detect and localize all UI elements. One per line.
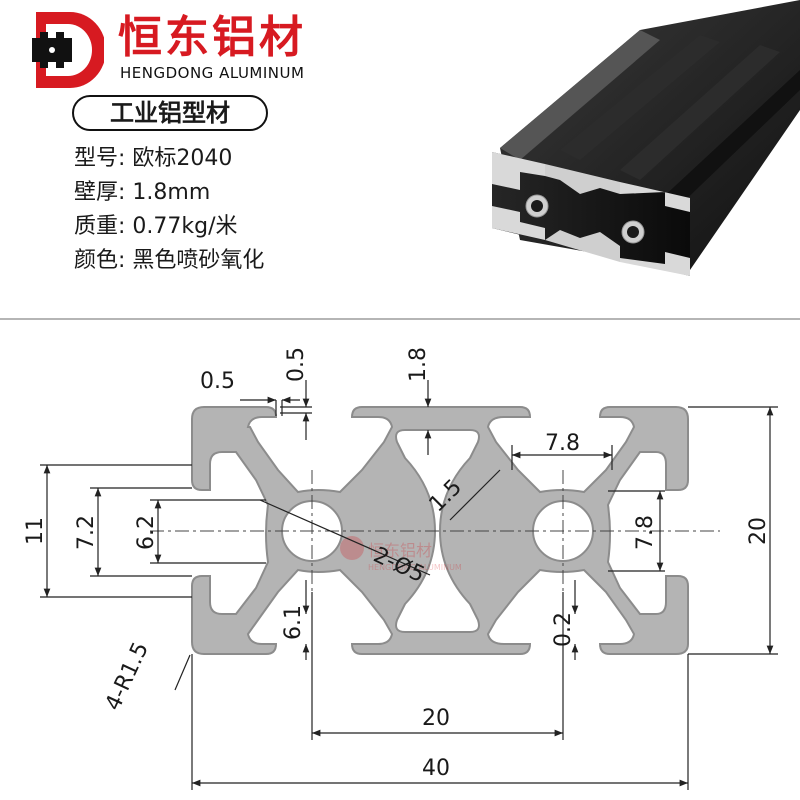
center-lines — [150, 470, 720, 592]
hd-logo-icon — [32, 12, 104, 88]
spec-model: 型号: 欧标2040 — [74, 145, 232, 173]
spec-weight-label: 质重: — [74, 214, 126, 239]
spec-wall-label: 壁厚: — [74, 180, 126, 205]
profile-shape — [191, 406, 689, 655]
watermark-text-en: HENGDONG ALUMINUM — [368, 563, 462, 572]
dim-0.5-horizontal: 0.5 — [200, 369, 235, 394]
brand-name-en: HENGDONG ALUMINUM — [120, 64, 305, 82]
spec-model-label: 型号: — [74, 146, 126, 171]
dim-7.2: 7.2 — [74, 515, 99, 550]
section-divider — [0, 318, 800, 320]
dim-1.8: 1.8 — [406, 347, 431, 382]
dim-7.8-top: 7.8 — [545, 431, 580, 456]
spec-weight-value: 0.77kg/米 — [125, 214, 238, 239]
dim-20-bottom: 20 — [422, 706, 450, 731]
dimension-lines — [40, 380, 778, 790]
product-category-badge: 工业铝型材 — [72, 95, 268, 131]
spec-color-value: 黑色喷砂氧化 — [125, 248, 265, 273]
dim-0.5-vertical: 0.5 — [284, 347, 309, 382]
dim-6.1: 6.1 — [281, 605, 306, 640]
brand-name-cn: 恒东铝材 — [118, 12, 306, 63]
dim-6.2: 6.2 — [134, 515, 159, 550]
spec-color: 颜色: 黑色喷砂氧化 — [74, 247, 264, 275]
spec-model-value: 欧标2040 — [125, 146, 233, 171]
spec-color-label: 颜色: — [74, 248, 126, 273]
profile-cross-section-drawing: 恒东铝材 HENGDONG ALUMINUM — [23, 347, 778, 790]
header-section: 恒东铝材 HENGDONG ALUMINUM 工业铝型材 型号: 欧标2040 … — [0, 0, 800, 318]
spec-weight: 质重: 0.77kg/米 — [74, 213, 238, 241]
dim-20-right: 20 — [746, 517, 771, 545]
dim-40: 40 — [422, 756, 450, 781]
dim-4-r1.5: 4-R1.5 — [101, 639, 154, 715]
dim-7.8-right: 7.8 — [633, 515, 658, 550]
spec-wall-thickness: 壁厚: 1.8mm — [74, 179, 210, 207]
spec-wall-value: 1.8mm — [125, 180, 211, 205]
product-photo — [492, 0, 800, 276]
dim-11: 11 — [23, 517, 48, 545]
dim-0.2: 0.2 — [551, 612, 576, 647]
